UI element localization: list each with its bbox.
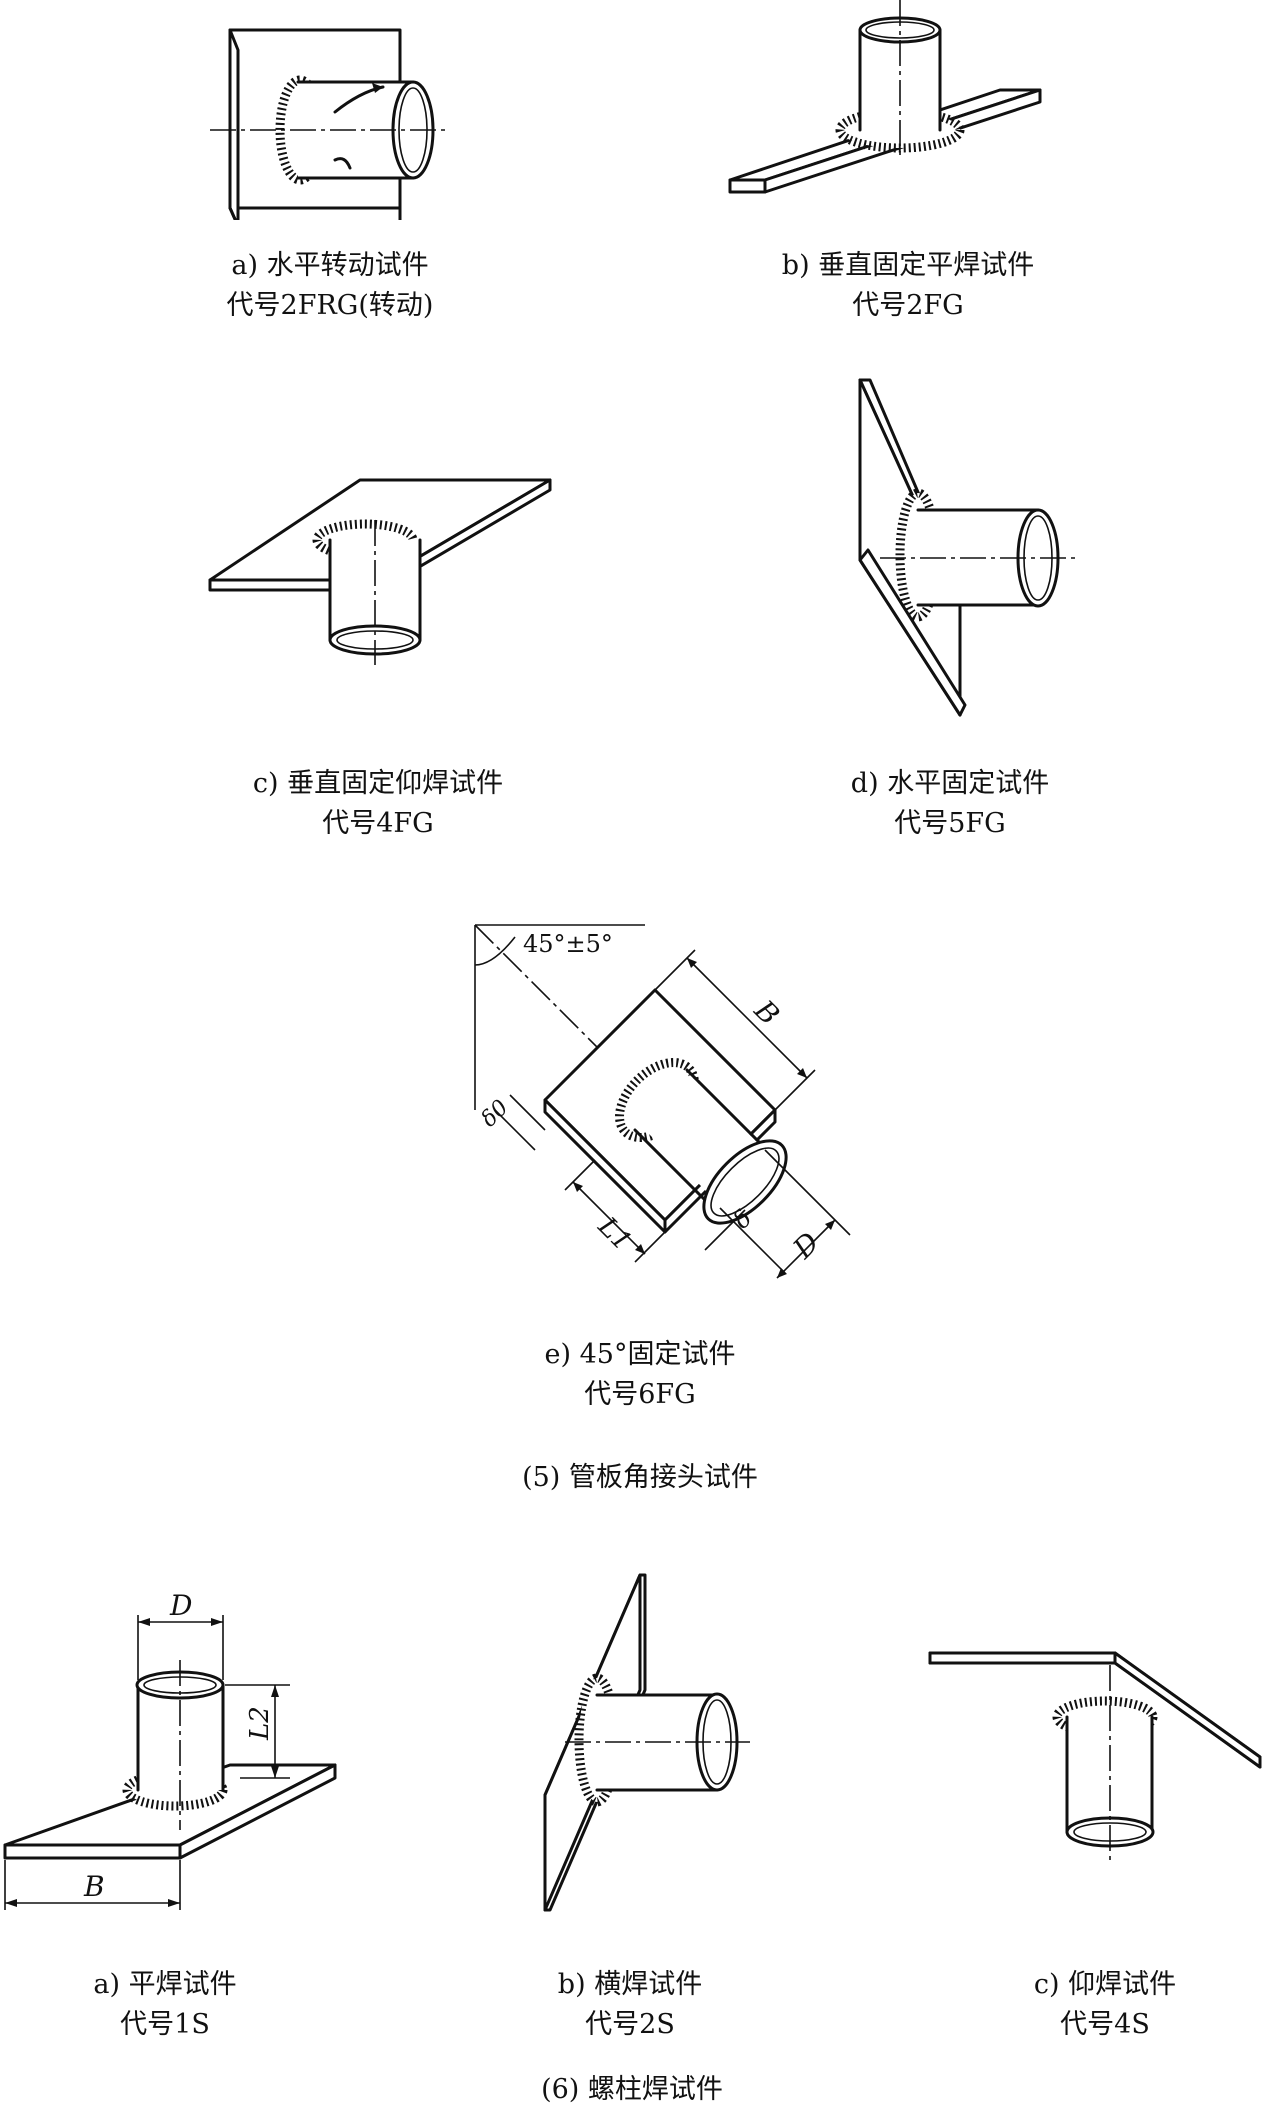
caption-6c: c) 仰焊试件 代号4S	[1034, 1965, 1176, 2045]
dim-B-label: B	[747, 993, 786, 1032]
figure-6c-overhead-stud	[925, 1645, 1265, 1885]
dim-delta0-label: δ0	[477, 1095, 514, 1132]
dim-D-label: D	[786, 1226, 826, 1266]
caption-5a-line2: 代号2FRG(转动)	[226, 290, 434, 321]
caption-6c-line1: c) 仰焊试件	[1033, 1969, 1177, 2000]
dim-L1-label: L1	[591, 1211, 637, 1257]
caption-5b-line2: 代号2FG	[852, 290, 964, 321]
dim-B-label-6a: B	[83, 1870, 105, 1903]
caption-6b: b) 横焊试件 代号2S	[558, 1965, 702, 2045]
figure-5a-horizontal-rotating	[200, 20, 460, 220]
caption-6b-line1: b) 横焊试件	[557, 1969, 703, 2000]
caption-5a: a) 水平转动试件 代号2FRG(转动)	[227, 246, 434, 326]
dim-D-label-6a: D	[169, 1590, 192, 1622]
figure-5c-vertical-overhead	[200, 470, 570, 670]
caption-5c-line1: c) 垂直固定仰焊试件	[252, 768, 504, 799]
caption-5b: b) 垂直固定平焊试件 代号2FG	[782, 246, 1034, 326]
figure-5b-vertical-flat	[720, 0, 1050, 210]
caption-5d-line1: d) 水平固定试件	[850, 768, 1050, 799]
figure-6a-flat-stud: D L2 B	[0, 1590, 360, 1920]
figure-6b-horizontal-stud	[535, 1570, 755, 1920]
caption-5d-line2: 代号5FG	[894, 808, 1006, 839]
section-6-title: (6) 螺柱焊试件	[541, 2074, 723, 2105]
caption-5a-line1: a) 水平转动试件	[231, 250, 429, 281]
caption-5b-line1: b) 垂直固定平焊试件	[781, 250, 1035, 281]
caption-6a-line1: a) 平焊试件	[93, 1969, 237, 2000]
caption-5d: d) 水平固定试件 代号5FG	[851, 764, 1049, 844]
caption-5c: c) 垂直固定仰焊试件 代号4FG	[253, 764, 503, 844]
caption-6a-line2: 代号1S	[120, 2009, 210, 2040]
caption-6c-line2: 代号4S	[1060, 2009, 1150, 2040]
figure-5d-horizontal-fixed	[840, 370, 1080, 730]
section-5-title: (5) 管板角接头试件	[522, 1462, 758, 1493]
caption-5c-line2: 代号4FG	[322, 808, 434, 839]
dim-L2-label-6a: L2	[245, 1706, 275, 1741]
angle-label: 45°±5°	[523, 930, 613, 958]
caption-6b-line2: 代号2S	[585, 2009, 675, 2040]
figure-5e-45deg-fixed: B D δ δ0 L1 45°±5°	[455, 910, 875, 1310]
caption-5e-line1: e) 45°固定试件	[544, 1339, 736, 1370]
caption-5e-line2: 代号6FG	[584, 1379, 696, 1410]
caption-6a: a) 平焊试件 代号1S	[93, 1965, 236, 2045]
caption-5e: e) 45°固定试件 代号6FG	[545, 1335, 736, 1415]
